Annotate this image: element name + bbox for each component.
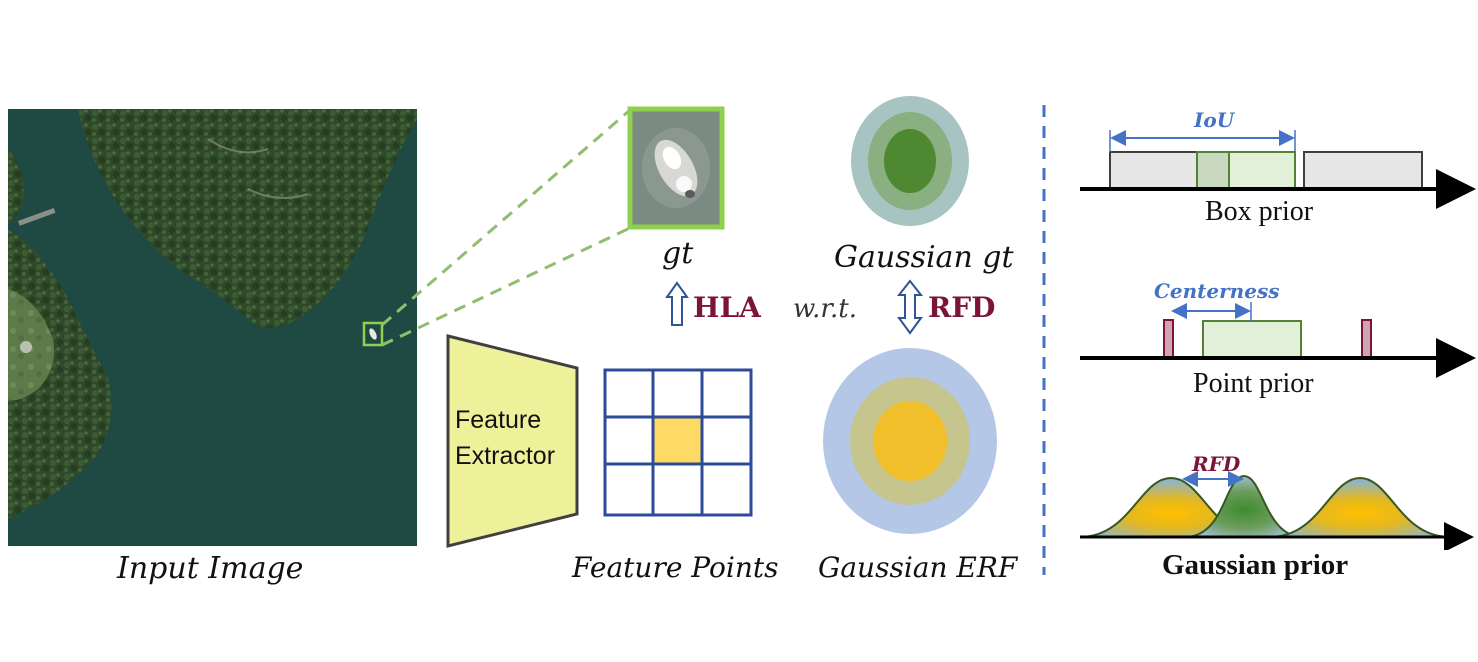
middle-diagram [381,96,997,548]
zoom-line-top [381,108,631,327]
zoom-line-bottom [381,226,631,347]
section-divider [1042,105,1046,575]
left-shore [8,229,112,519]
point-prior-graphic [1080,302,1476,378]
gaussian-erf-label: Gaussian ERF [818,551,1018,584]
input-image [8,109,417,546]
feature-extractor-line2: Extractor [455,442,556,470]
iou-label: IoU [1194,108,1235,132]
gaussian-erf [823,348,997,534]
input-image-caption: Input Image [117,551,304,586]
wrt-label: w.r.t. [793,294,857,324]
centerness-label: Centerness [1154,279,1280,303]
forest-peninsula [78,109,417,328]
box-prior-caption: Box prior [1205,196,1314,227]
hla-label: HLA [693,291,761,324]
gaussian-gt [851,96,969,226]
rfd-prior-label: RFD [1192,452,1241,476]
rfd-label: RFD [928,291,996,324]
gt-label: gt [662,236,694,271]
gaussian-prior-caption: Gaussian prior [1162,549,1349,581]
gt-crop [627,106,725,230]
feature-points-label: Feature Points [572,551,779,584]
feature-extractor-block [446,334,579,548]
gaussian-gt-label: Gaussian gt [834,240,1014,275]
target-highlight-box [362,321,384,347]
feature-points-grid [603,368,753,517]
point-prior-caption: Point prior [1193,368,1314,399]
feature-extractor-line1: Feature [455,406,542,434]
gaussian-prior-graphic [1079,471,1474,550]
rfd-double-arrow [896,279,924,335]
box-prior-graphic [1080,130,1476,209]
priors-panel [1079,130,1476,550]
hla-up-arrow [665,281,689,326]
